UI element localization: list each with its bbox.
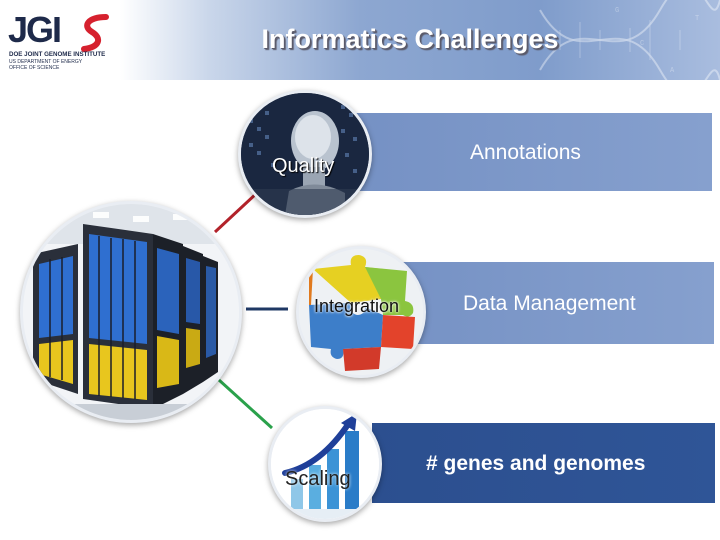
robotic-head-icon: [241, 93, 369, 215]
logo-wordmark: JGI: [8, 9, 62, 50]
puzzle-pieces-icon: [299, 249, 423, 375]
data-management-bar: Data Management: [380, 262, 714, 344]
data-management-label: Data Management: [463, 292, 636, 315]
svg-text:A: A: [670, 67, 675, 75]
logo-swoosh-icon: [81, 14, 109, 52]
integration-label: Integration: [314, 296, 400, 316]
scaling-circle: [268, 406, 382, 522]
logo-line-office: OFFICE OF SCIENCE: [9, 65, 60, 71]
server-racks-icon: [23, 204, 239, 420]
svg-text:G: G: [615, 7, 619, 15]
scaling-label: Scaling: [285, 468, 351, 490]
annotations-bar: Annotations: [352, 113, 712, 191]
genes-genomes-label: # genes and genomes: [426, 452, 646, 475]
dna-helix-graphic: G A T C: [539, 0, 720, 80]
header-banner: G A T C JGI DOE JOINT GENOME INSTITUTE US D…: [0, 0, 720, 80]
quality-label: Quality: [272, 155, 335, 177]
genes-genomes-bar: # genes and genomes: [372, 423, 715, 503]
integration-circle: [296, 246, 426, 378]
jgi-logo: JGI DOE JOINT GENOME INSTITUTE US DEPART…: [8, 12, 126, 74]
annotations-label: Annotations: [470, 141, 581, 164]
logo-line-institute: DOE JOINT GENOME INSTITUTE: [9, 51, 106, 58]
logo-line-department: US DEPARTMENT OF ENERGY: [9, 59, 83, 65]
supercomputer-image: [20, 201, 242, 423]
quality-circle: [238, 90, 372, 218]
svg-text:T: T: [695, 15, 699, 23]
bar-chart-arrow-icon: [271, 409, 379, 519]
svg-text:C: C: [640, 40, 644, 48]
page-title: Informatics Challenges: [261, 24, 559, 54]
